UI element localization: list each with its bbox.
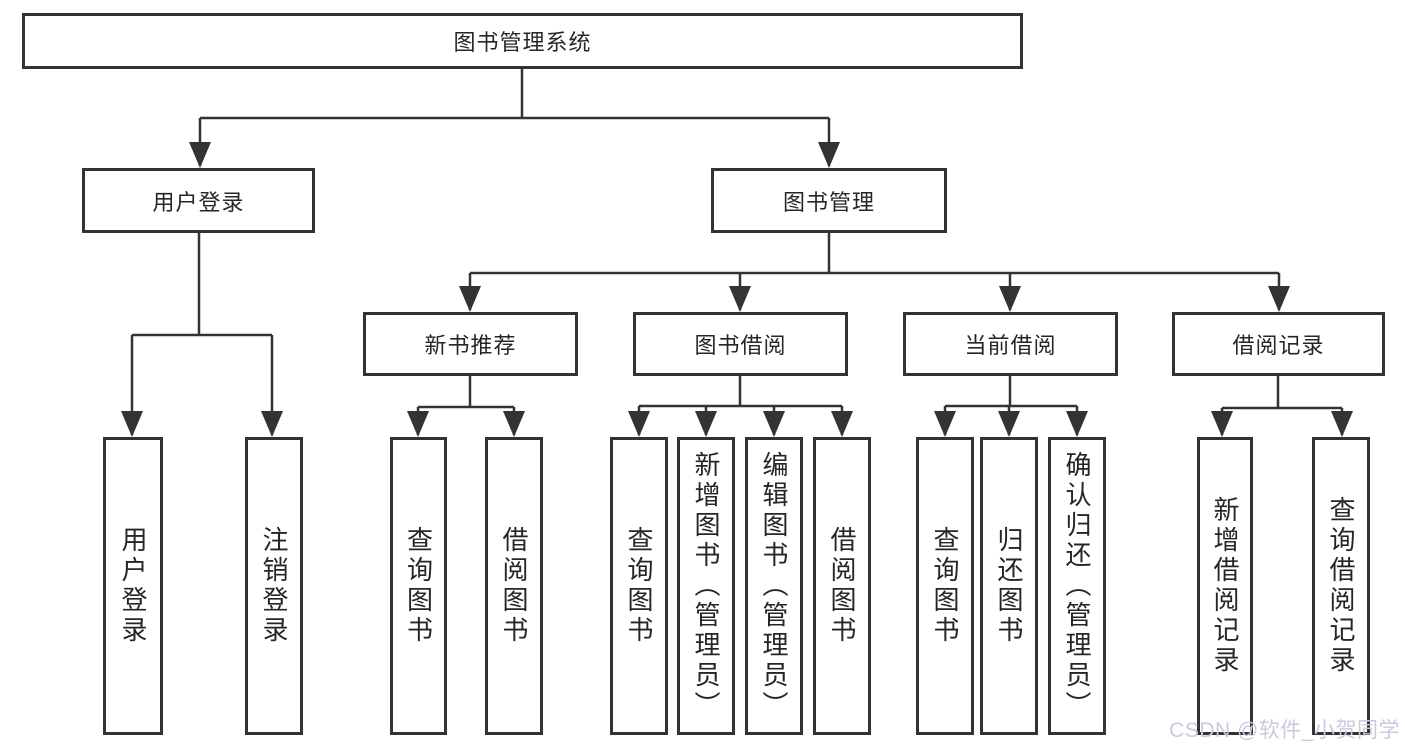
- node-root-library-system: 图书管理系统: [22, 13, 1023, 69]
- node-label: 新增图书（管理员）: [691, 451, 721, 721]
- node-borrowing-records: 借阅记录: [1172, 312, 1385, 376]
- node-label: 新书推荐: [424, 333, 517, 358]
- node-new-book-recommend: 新书推荐: [363, 312, 578, 376]
- leaf-newbooks-borrow-books: 借阅图书: [485, 437, 543, 735]
- csdn-watermark: CSDN @软件_小贺同学: [1169, 719, 1400, 742]
- leaf-user-login: 用户登录: [103, 437, 163, 735]
- node-label: 用户登录: [152, 189, 245, 215]
- leaf-logout: 注销登录: [245, 437, 303, 735]
- leaf-bookborrow-edit-books-admin: 编辑图书（管理员）: [745, 437, 803, 735]
- leaf-records-add-borrow-record: 新增借阅记录: [1197, 437, 1253, 735]
- node-label: 确认归还（管理员）: [1062, 451, 1092, 721]
- node-label: 用户登录: [118, 526, 148, 646]
- node-book-borrowing: 图书借阅: [633, 312, 848, 376]
- node-user-login: 用户登录: [82, 168, 315, 233]
- node-label: 归还图书: [994, 526, 1024, 646]
- leaf-currentborrow-query-books: 查询图书: [916, 437, 974, 735]
- node-label: 查询图书: [403, 526, 434, 646]
- node-label: 借阅记录: [1232, 333, 1325, 358]
- node-book-management: 图书管理: [711, 168, 947, 233]
- leaf-bookborrow-query-books: 查询图书: [610, 437, 668, 735]
- node-label: 借阅图书: [499, 526, 529, 646]
- node-label: 查询图书: [930, 526, 960, 646]
- node-label: 编辑图书（管理员）: [759, 451, 789, 721]
- leaf-bookborrow-borrow-books: 借阅图书: [813, 437, 871, 735]
- node-label: 注销登录: [259, 526, 289, 646]
- node-label: 查询图书: [624, 526, 654, 646]
- leaf-newbooks-query-books: 查询图书: [390, 437, 447, 735]
- leaf-bookborrow-add-books-admin: 新增图书（管理员）: [677, 437, 735, 735]
- node-label: 图书管理系统: [453, 30, 592, 55]
- leaf-currentborrow-return-books: 归还图书: [980, 437, 1038, 735]
- leaf-currentborrow-confirm-return-admin: 确认归还（管理员）: [1048, 437, 1106, 735]
- node-current-borrowing: 当前借阅: [903, 312, 1118, 376]
- node-label: 借阅图书: [827, 526, 857, 646]
- node-label: 新增借阅记录: [1210, 496, 1240, 676]
- node-label: 查询借阅记录: [1326, 496, 1356, 676]
- leaf-records-query-borrow-record: 查询借阅记录: [1312, 437, 1370, 735]
- node-label: 图书借阅: [694, 333, 787, 358]
- node-label: 当前借阅: [964, 333, 1057, 358]
- node-label: 图书管理: [782, 189, 875, 215]
